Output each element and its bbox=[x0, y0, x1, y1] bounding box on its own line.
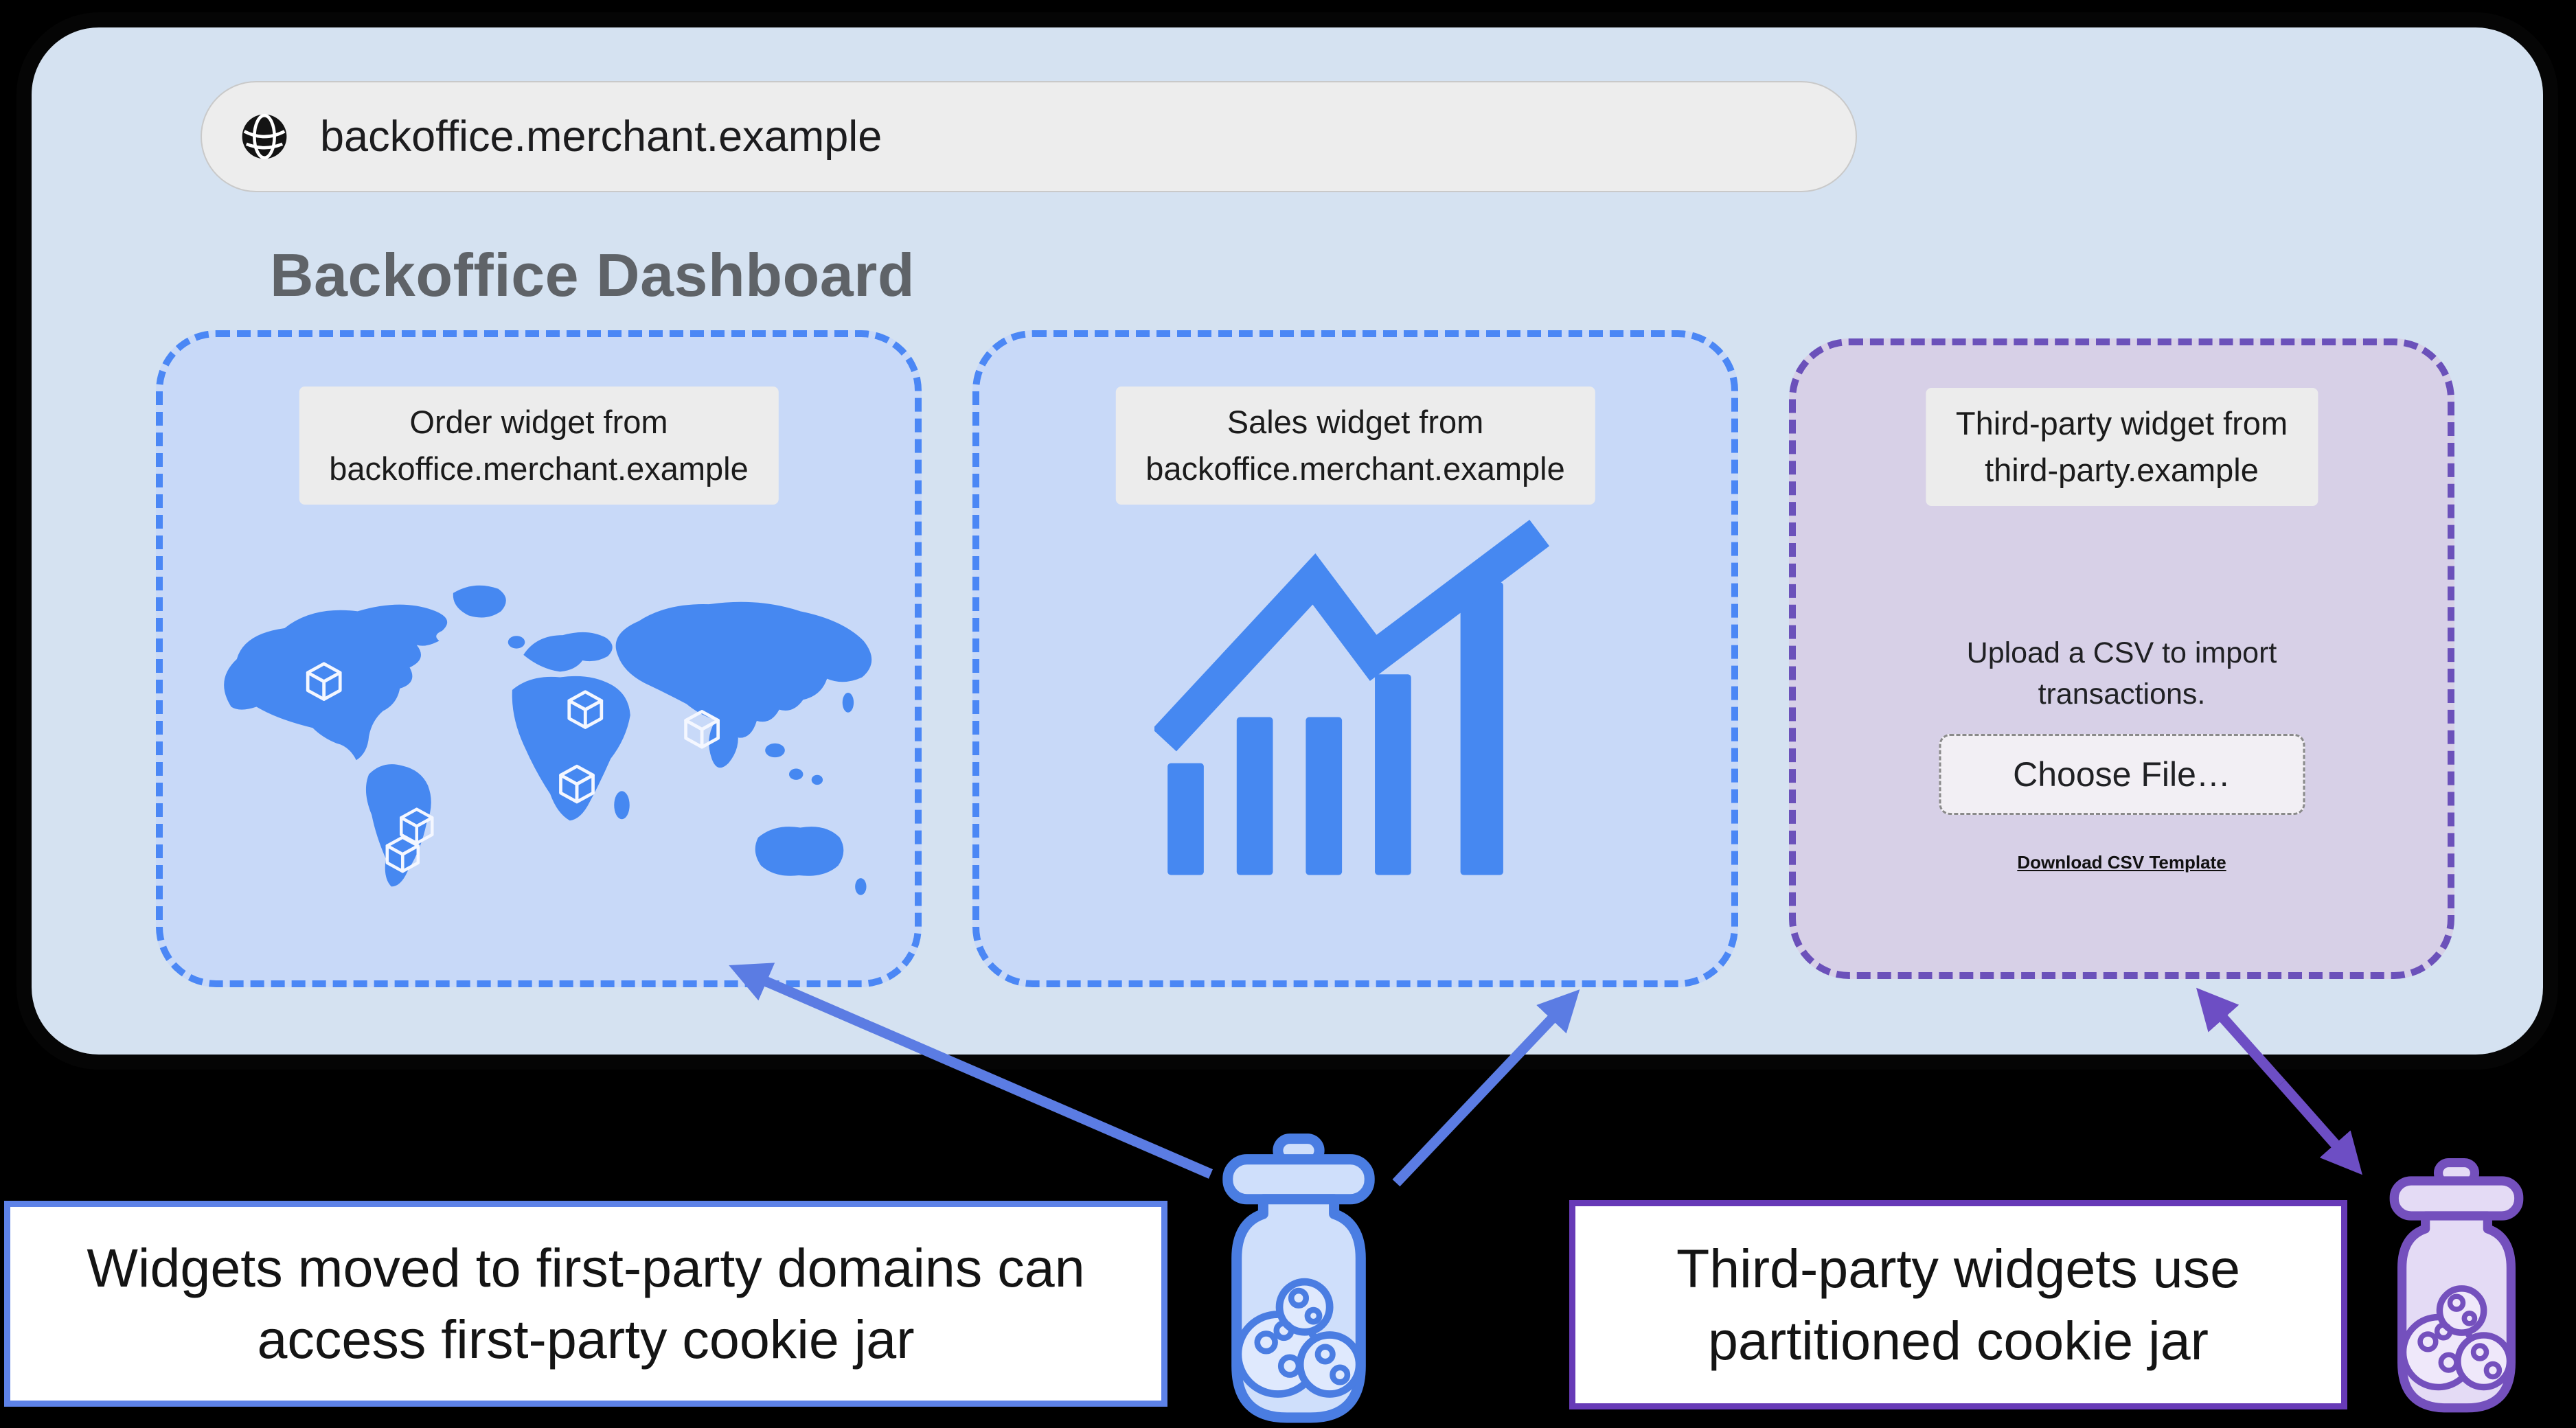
page-title: Backoffice Dashboard bbox=[270, 241, 915, 309]
third-party-caption: Third-party widgets use partitioned cook… bbox=[1569, 1200, 2347, 1409]
label-line-1: Third-party widget from bbox=[1955, 405, 2288, 441]
first-party-caption-text: Widgets moved to first-party domains can… bbox=[87, 1236, 1085, 1370]
label-line-1: Sales widget from bbox=[1227, 404, 1484, 440]
sales-widget-label: Sales widget from backoffice.merchant.ex… bbox=[1115, 387, 1595, 505]
choose-file-button[interactable]: Choose File… bbox=[1939, 734, 2305, 815]
label-line-2: third-party.example bbox=[1985, 452, 2259, 489]
first-party-caption: Widgets moved to first-party domains can… bbox=[4, 1201, 1167, 1407]
order-widget-card: Order widget from backoffice.merchant.ex… bbox=[156, 330, 922, 987]
address-bar[interactable]: backoffice.merchant.example bbox=[201, 81, 1857, 192]
globe-icon bbox=[239, 111, 290, 162]
bar-chart-icon bbox=[1154, 520, 1549, 875]
third-party-widget-label: Third-party widget from third-party.exam… bbox=[1925, 388, 2318, 507]
third-party-widget-card: Third-party widget from third-party.exam… bbox=[1789, 338, 2454, 979]
download-csv-template-link[interactable]: Download CSV Template bbox=[2017, 852, 2226, 873]
sales-widget-card: Sales widget from backoffice.merchant.ex… bbox=[972, 330, 1738, 987]
label-line-1: Order widget from bbox=[409, 404, 668, 440]
upload-instructions: Upload a CSV to import transactions. bbox=[1966, 636, 2277, 711]
cookie-jar-purple-icon bbox=[2389, 1158, 2524, 1413]
cookie-jar-blue-icon bbox=[1222, 1133, 1375, 1423]
order-widget-label: Order widget from backoffice.merchant.ex… bbox=[299, 387, 779, 505]
label-line-2: backoffice.merchant.example bbox=[1145, 450, 1565, 487]
partitioned-arrow-down bbox=[2277, 1080, 2362, 1175]
label-line-2: backoffice.merchant.example bbox=[329, 450, 749, 487]
address-url: backoffice.merchant.example bbox=[320, 113, 882, 161]
world-map-icon bbox=[224, 585, 872, 895]
third-party-caption-text: Third-party widgets use partitioned cook… bbox=[1676, 1238, 2241, 1371]
